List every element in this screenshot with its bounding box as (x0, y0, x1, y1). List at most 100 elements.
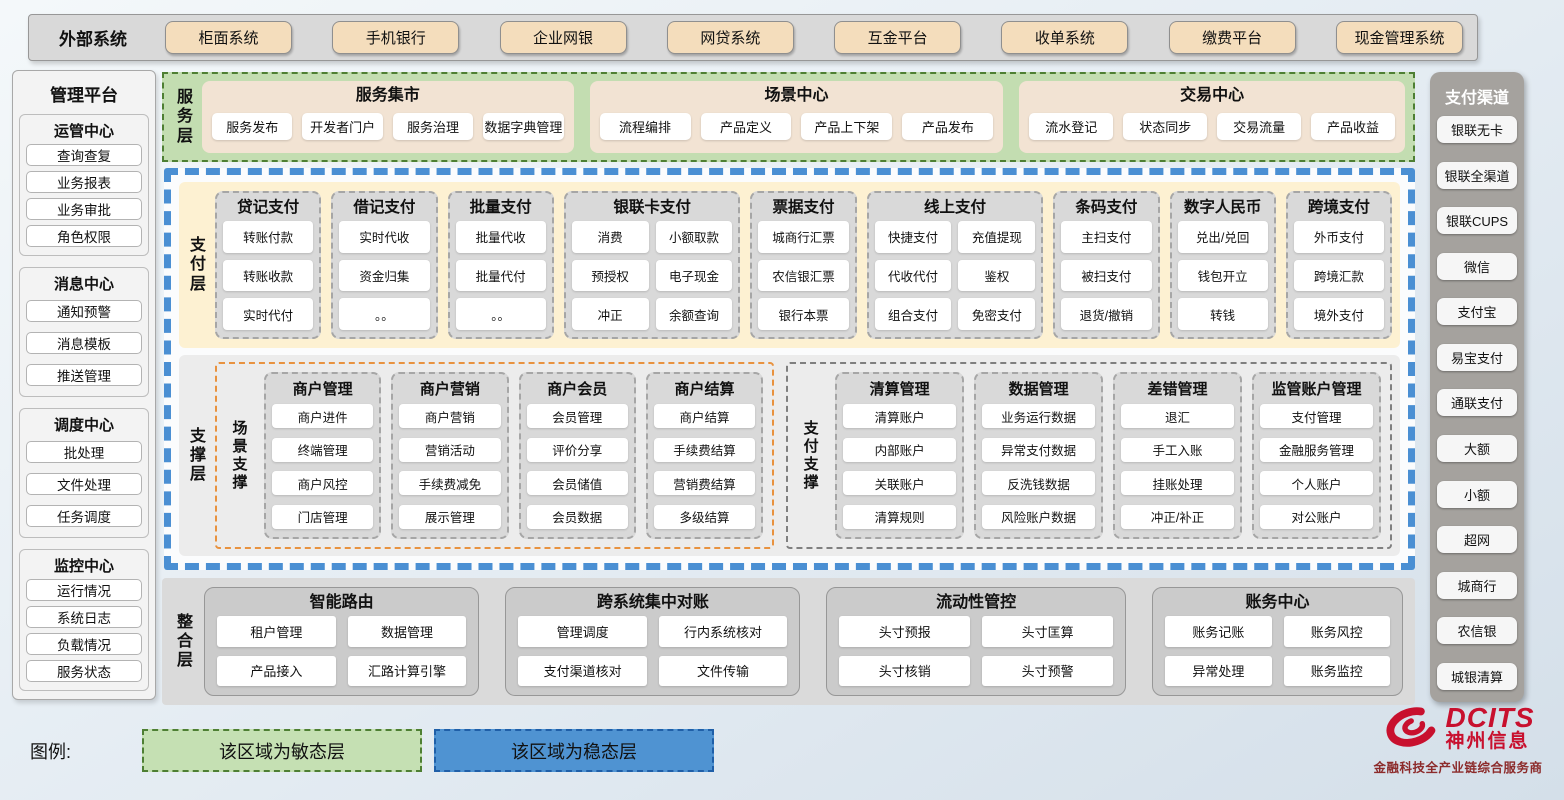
logo-brand-name: DCITS (1445, 701, 1535, 733)
column-title: 票据支付 (772, 199, 835, 216)
management-item-box: 批处理 (26, 440, 142, 463)
column-items: 快捷支付充值提现代收代付鉴权组合支付免密支付 (874, 221, 1036, 330)
legend-stable-layer: 该区域为稳态层 (434, 729, 714, 772)
payment-layer-label: 支付层 (189, 237, 206, 293)
support-item-box: 商户结算 (653, 404, 756, 428)
service-item-box: 服务治理 (392, 113, 474, 140)
column-data-management: 数据管理 业务运行数据异常支付数据反洗钱数据风险账户数据 (974, 372, 1104, 539)
column-crossborder-payment: 跨境支付 外币支付跨境汇款境外支付 (1285, 191, 1393, 339)
column-merchant-member: 商户会员 会员管理评价分享会员储值会员数据 (518, 372, 636, 539)
support-item-box: 商户风控 (272, 471, 374, 496)
section-items: 批处理文件处理任务调度 (26, 438, 142, 529)
integration-item-box: 数据管理 (347, 616, 467, 647)
panel-cross-system-reconciliation: 跨系统集中对账 管理调度行内系统核对支付渠道核对文件传输 (505, 587, 801, 696)
support-item-box: 风险账户数据 (982, 504, 1096, 529)
column-items: 消费小额取款预授权电子现金冲正余额查询 (571, 221, 733, 330)
column-items: 会员管理评价分享会员储值会员数据 (526, 402, 628, 529)
support-item-box: 反洗钱数据 (982, 471, 1096, 496)
payment-item-box: 免密支付 (958, 298, 1036, 330)
payment-channel-box: 城商行 (1437, 571, 1517, 599)
column-items: 业务运行数据异常支付数据反洗钱数据风险账户数据 (982, 402, 1096, 529)
external-system-box: 企业网银 (499, 21, 627, 54)
panel-items: 头寸预报头寸匡算头寸核销头寸预警 (839, 616, 1114, 686)
payment-item-box: 退货/撤销 (1061, 298, 1152, 330)
integration-item-box: 汇路计算引擎 (347, 655, 467, 686)
support-item-box: 评价分享 (526, 437, 628, 462)
management-item-box: 系统日志 (26, 606, 142, 628)
column-bill-payment: 票据支付 城商行汇票农信银汇票银行本票 (750, 191, 857, 339)
column-items: 主扫支付被扫支付退货/撤销 (1061, 221, 1152, 330)
logo-row: DCITS 神州信息 (1382, 700, 1535, 754)
payment-item-box: 跨境汇款 (1293, 259, 1385, 292)
integration-item-box: 文件传输 (658, 655, 788, 686)
column-items: 外币支付跨境汇款境外支付 (1293, 221, 1385, 330)
panel-items: 租户管理数据管理产品接入汇路计算引擎 (217, 616, 467, 686)
support-item-box: 清算账户 (843, 404, 957, 428)
external-system-box: 网贷系统 (666, 21, 794, 54)
support-item-box: 业务运行数据 (982, 404, 1096, 428)
section-items: 通知预警消息模板推送管理 (26, 297, 142, 388)
support-item-box: 冲正/补正 (1121, 504, 1235, 529)
external-system-box: 现金管理系统 (1335, 21, 1463, 54)
payment-item-box: 消费 (571, 221, 649, 253)
column-credit-payment: 贷记支付 转账付款转账收款实时代付 (215, 191, 322, 339)
payment-item-box: 兑出/兑回 (1177, 221, 1268, 253)
column-title: 商户结算 (674, 381, 735, 398)
integration-item-box: 头寸预警 (982, 655, 1114, 686)
column-title: 批量支付 (469, 199, 532, 216)
group-scene-center: 场景中心 流程编排产品定义产品上下架产品发布 (589, 81, 1004, 153)
payment-channel-box: 支付宝 (1437, 298, 1517, 326)
service-layer-label: 服务层 (176, 89, 193, 145)
column-items: 支付管理金融服务管理个人账户对公账户 (1260, 402, 1374, 529)
logo-text-block: DCITS 神州信息 (1445, 701, 1535, 752)
logo-tagline: 金融科技全产业链综合服务商 (1373, 761, 1543, 775)
external-system-box: 缴费平台 (1168, 21, 1296, 54)
external-system-box: 收单系统 (1001, 21, 1129, 54)
column-items: 清算账户内部账户关联账户清算规则 (843, 402, 957, 529)
panel-smart-routing: 智能路由 租户管理数据管理产品接入汇路计算引擎 (204, 587, 480, 696)
section-items: 运行情况系统日志负载情况服务状态 (26, 579, 142, 682)
external-systems-label: 外部系统 (59, 30, 127, 49)
integration-item-box: 账务记账 (1165, 616, 1272, 647)
management-item-box: 查询查复 (26, 144, 142, 166)
service-item-box: 产品定义 (700, 113, 792, 140)
dcits-logo: DCITS 神州信息 金融科技全产业链综合服务商 (1360, 700, 1556, 776)
support-item-box: 手续费减免 (399, 471, 501, 496)
payment-item-box: 农信银汇票 (758, 259, 849, 292)
management-item-box: 业务审批 (26, 198, 142, 220)
column-title: 监管账户管理 (1271, 381, 1362, 398)
column-title: 跨境支付 (1307, 199, 1370, 216)
payment-item-box: 代收代付 (874, 259, 952, 292)
service-item-box: 流水登记 (1029, 113, 1114, 140)
support-item-box: 门店管理 (272, 504, 374, 529)
payment-channel-box: 通联支付 (1437, 389, 1517, 417)
payment-item-box: 被扫支付 (1061, 259, 1152, 292)
panel-liquidity-control: 流动性管控 头寸预报头寸匡算头寸核销头寸预警 (826, 587, 1127, 696)
payment-channel-box: 大额 (1437, 435, 1517, 463)
group-items: 流程编排产品定义产品上下架产品发布 (599, 108, 994, 145)
support-item-box: 异常支付数据 (982, 437, 1096, 462)
payment-item-box: 冲正 (571, 298, 649, 330)
column-items: 转账付款转账收款实时代付 (223, 221, 314, 330)
management-item-box: 推送管理 (26, 363, 142, 386)
integration-item-box: 产品接入 (217, 655, 336, 686)
column-merchant-settlement: 商户结算 商户结算手续费结算营销费结算多级结算 (645, 372, 764, 539)
panel-title: 流动性管控 (936, 594, 1017, 611)
integration-item-box: 头寸核销 (839, 655, 971, 686)
external-system-box: 柜面系统 (165, 21, 292, 54)
management-item-box: 消息模板 (26, 331, 142, 354)
service-item-box: 产品收益 (1311, 113, 1395, 140)
integration-item-box: 账务风控 (1283, 616, 1390, 647)
management-item-box: 文件处理 (26, 472, 142, 495)
support-item-box: 清算规则 (843, 504, 957, 529)
section-operations-center: 运管中心 查询查复业务报表业务审批角色权限 (19, 114, 149, 256)
payment-item-box: 组合支付 (874, 298, 952, 330)
group-title: 交易中心 (1180, 87, 1245, 104)
column-title: 商户管理 (292, 381, 353, 398)
payment-item-box: 电子现金 (655, 259, 733, 292)
group-title: 场景中心 (764, 87, 829, 104)
column-title: 银联卡支付 (613, 199, 691, 216)
column-unionpay-card: 银联卡支付 消费小额取款预授权电子现金冲正余额查询 (563, 191, 741, 339)
